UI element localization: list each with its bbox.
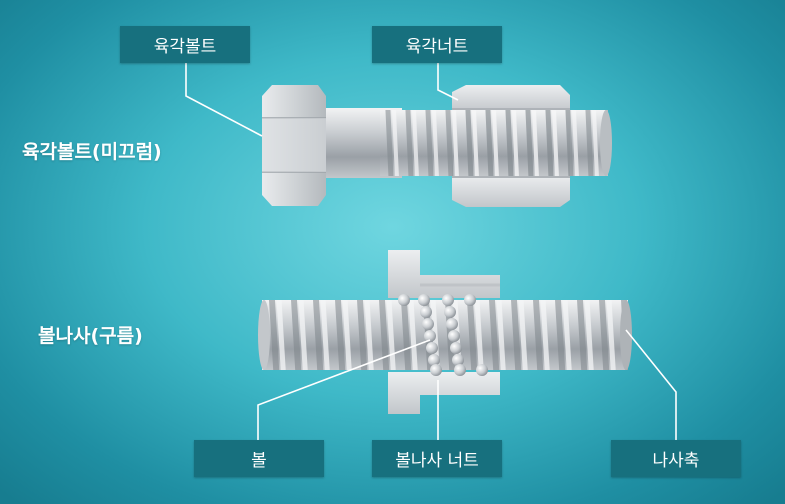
leader-screw-shaft	[625, 329, 677, 440]
tag-ball-screw-nut: 볼나사 너트	[372, 440, 502, 477]
ball-screw	[258, 250, 632, 414]
bolt-head	[262, 85, 326, 206]
leader-ball	[257, 339, 431, 440]
leader-lines	[185, 63, 677, 440]
ball-screw-nut	[388, 250, 500, 414]
tag-screw-shaft: 나사축	[611, 440, 741, 477]
hex-bolt	[262, 85, 612, 207]
tag-ball: 볼	[194, 440, 324, 477]
caption-ball-screw: 볼나사(구름)	[38, 325, 143, 347]
leader-hex-nut	[437, 63, 459, 101]
caption-hex-bolt: 육각볼트(미끄럼)	[22, 141, 162, 163]
tag-hex-nut: 육각너트	[372, 26, 502, 63]
tag-hex-bolt: 육각볼트	[120, 26, 250, 63]
balls	[398, 294, 488, 376]
leader-hex-bolt	[185, 63, 263, 137]
